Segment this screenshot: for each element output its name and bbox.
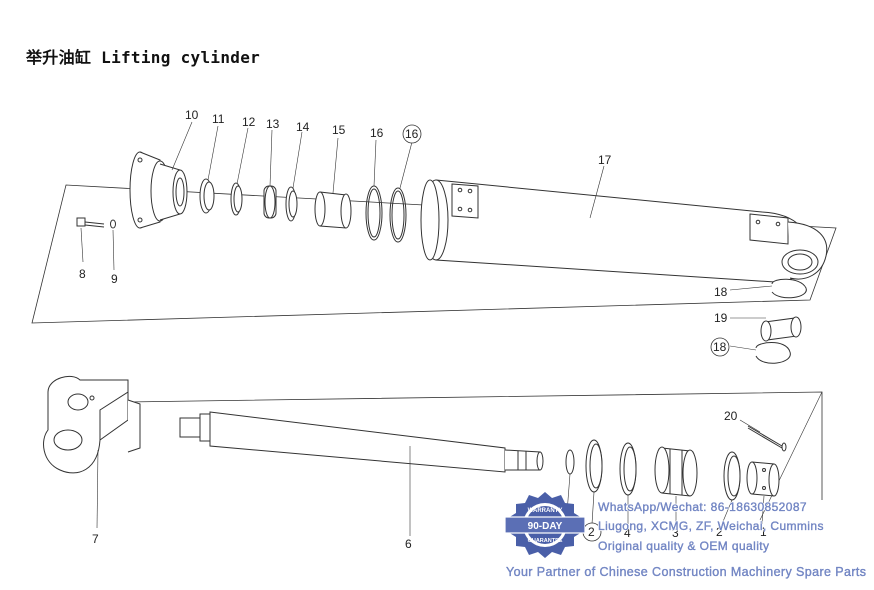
callout-18b: 18 (713, 340, 727, 354)
callout-3: 3 (672, 526, 679, 540)
cylinder-head-flange (129, 151, 188, 229)
o-rings (365, 185, 407, 243)
watermark-quality: Original quality & OEM quality (598, 539, 770, 553)
callout-19: 19 (714, 311, 728, 325)
leader-lines (80, 121, 773, 536)
circlips-and-bushing (755, 278, 807, 364)
callout-7: 7 (92, 532, 99, 546)
callout-12: 12 (242, 115, 256, 129)
rod-eye-end (43, 376, 141, 474)
circled-callout-markers (402, 124, 730, 542)
page-title: 举升油缸 Lifting cylinder (26, 48, 261, 67)
piston-rod (179, 411, 544, 473)
callout-13: 13 (266, 117, 280, 131)
cylinder-barrel (420, 179, 828, 283)
callout-16a: 16 (370, 126, 384, 140)
callout-18a: 18 (714, 285, 728, 299)
callout-16b: 16 (405, 127, 419, 141)
watermark-slogan: Your Partner of Chinese Construction Mac… (506, 565, 867, 579)
callout-9: 9 (111, 272, 118, 286)
callout-2a: 2 (588, 525, 595, 539)
head-seal-rings (199, 178, 298, 222)
badge-bottom-text: GUARANTEE (528, 538, 563, 544)
guide-bushing (314, 191, 352, 229)
callout-10: 10 (185, 108, 199, 122)
callout-15: 15 (332, 123, 346, 137)
callout-8: 8 (79, 267, 86, 281)
callout-17: 17 (598, 153, 612, 167)
callout-1: 1 (760, 525, 767, 539)
bolt-and-washer (76, 217, 116, 229)
watermark-brands: Liugong, XCMG, ZF, Weichai, Cummins (598, 519, 824, 533)
badge-top-text: WARRANTY (528, 508, 563, 514)
warranty-badge: WARRANTY 90-DAY GUARANTEE (505, 492, 585, 558)
callout-6: 6 (405, 537, 412, 551)
callout-14: 14 (296, 120, 310, 134)
callout-4: 4 (624, 526, 631, 540)
badge-main-text: 90-DAY (528, 521, 563, 532)
piston-seals (565, 425, 787, 501)
callout-11: 11 (212, 112, 225, 126)
callout-2b: 2 (716, 525, 723, 539)
watermark-contact: WhatsApp/Wechat: 86-18630852087 (598, 500, 807, 514)
callout-20: 20 (724, 409, 738, 423)
